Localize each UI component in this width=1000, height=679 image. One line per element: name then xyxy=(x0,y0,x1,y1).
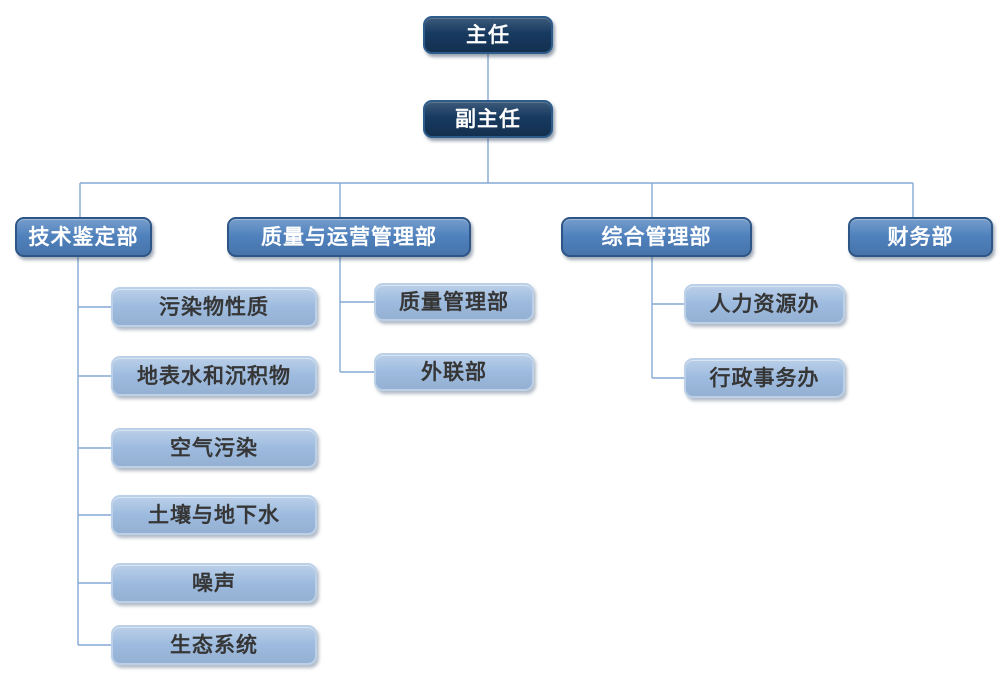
node-external-relations: 外联部 xyxy=(374,353,534,391)
node-soil-groundwater: 土壤与地下水 xyxy=(111,495,317,535)
node-director: 主任 xyxy=(423,16,553,54)
node-dept-general-management: 综合管理部 xyxy=(561,217,752,257)
node-pollutant-properties: 污染物性质 xyxy=(111,287,317,327)
node-dept-technical-appraisal: 技术鉴定部 xyxy=(15,217,152,257)
connector-technical-children xyxy=(77,257,111,646)
connector-deputy-departments xyxy=(79,138,914,217)
connector-quality-children xyxy=(339,257,374,373)
connector-general-children xyxy=(651,257,684,379)
node-quality-management: 质量管理部 xyxy=(374,283,534,321)
node-air-pollution: 空气污染 xyxy=(111,428,317,468)
node-dept-quality-operations: 质量与运营管理部 xyxy=(227,217,471,257)
node-human-resources: 人力资源办 xyxy=(684,284,845,324)
node-ecosystem: 生态系统 xyxy=(111,625,317,665)
node-deputy-director: 副主任 xyxy=(423,100,553,138)
node-administrative-affairs: 行政事务办 xyxy=(684,358,845,398)
node-dept-finance: 财务部 xyxy=(848,217,993,257)
node-noise: 噪声 xyxy=(111,563,317,603)
node-surface-water-sediment: 地表水和沉积物 xyxy=(111,356,317,396)
